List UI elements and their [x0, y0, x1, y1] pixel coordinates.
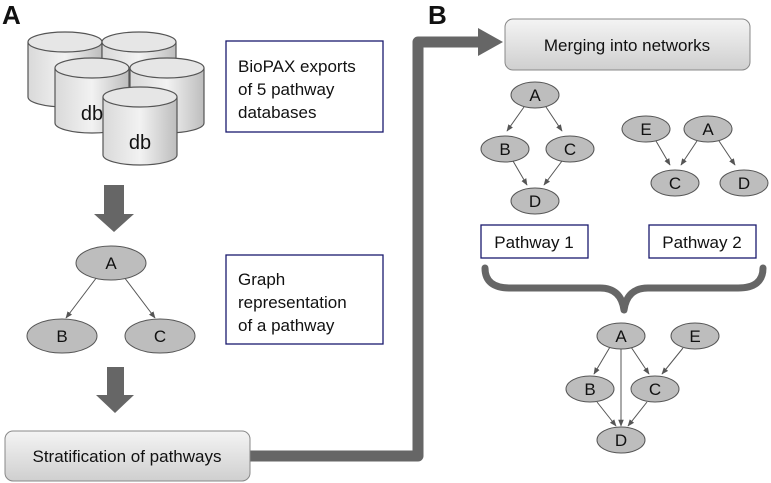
- down-arrow-icon: [96, 367, 134, 413]
- stratification-label: Stratification of pathways: [33, 447, 222, 466]
- pathway1-label: Pathway 1: [494, 233, 573, 252]
- biopax-line-1: BioPAX exports: [238, 57, 356, 76]
- pathway1-graph: A B C D: [480, 81, 595, 215]
- node-a: A: [510, 81, 560, 109]
- merging-box: Merging into networks: [504, 18, 751, 71]
- merged-graph: A E B C D: [565, 322, 720, 454]
- svg-text:C: C: [649, 380, 661, 399]
- svg-text:B: B: [56, 327, 67, 346]
- stratification-box: Stratification of pathways: [4, 430, 251, 482]
- node-c: C: [630, 375, 680, 403]
- graph-rep-line-3: of a pathway: [238, 316, 335, 335]
- node-c: C: [124, 318, 196, 354]
- panel-label-b: B: [428, 0, 447, 30]
- node-d: D: [719, 169, 769, 197]
- pathway1-label-box: Pathway 1: [480, 224, 589, 259]
- example-graph: A B C: [26, 245, 196, 354]
- svg-text:B: B: [499, 140, 510, 159]
- pathway2-label: Pathway 2: [662, 233, 741, 252]
- svg-text:E: E: [640, 120, 651, 139]
- svg-text:E: E: [689, 327, 700, 346]
- node-a: A: [683, 115, 733, 143]
- pathway2-label-box: Pathway 2: [648, 224, 757, 259]
- svg-text:D: D: [615, 431, 627, 450]
- svg-text:A: A: [105, 254, 117, 273]
- database-stack: db db db db db: [27, 31, 205, 166]
- node-c: C: [545, 135, 595, 163]
- biopax-line-3: databases: [238, 103, 316, 122]
- panel-label-a: A: [2, 0, 21, 30]
- down-arrow-icon: [94, 185, 134, 232]
- node-a: A: [596, 322, 646, 350]
- node-e: E: [670, 322, 720, 350]
- node-b: B: [480, 135, 530, 163]
- database-cylinder: db: [102, 86, 178, 166]
- node-d: D: [510, 187, 560, 215]
- node-a: A: [75, 245, 147, 281]
- graph-rep-line-1: Graph: [238, 270, 285, 289]
- biopax-line-2: of 5 pathway: [238, 80, 335, 99]
- node-d: D: [596, 426, 646, 454]
- db-label: db: [129, 132, 151, 154]
- db-label: db: [81, 103, 103, 125]
- svg-text:A: A: [702, 120, 714, 139]
- merging-label: Merging into networks: [544, 36, 710, 55]
- merge-brace-icon: [481, 264, 767, 314]
- right-arrow-icon: [478, 28, 503, 56]
- svg-text:C: C: [564, 140, 576, 159]
- svg-text:B: B: [584, 380, 595, 399]
- svg-text:D: D: [738, 174, 750, 193]
- edge-a-c: [123, 276, 156, 319]
- biopax-box: BioPAX exports of 5 pathway databases: [225, 40, 384, 133]
- connector-line: [250, 36, 480, 462]
- graph-rep-line-2: representation: [238, 293, 347, 312]
- node-b: B: [565, 375, 615, 403]
- svg-text:D: D: [529, 192, 541, 211]
- svg-text:C: C: [154, 327, 166, 346]
- node-b: B: [26, 318, 98, 354]
- graph-representation-box: Graph representation of a pathway: [225, 254, 384, 345]
- svg-text:A: A: [529, 86, 541, 105]
- node-e: E: [621, 115, 671, 143]
- svg-text:C: C: [669, 174, 681, 193]
- svg-text:A: A: [615, 327, 627, 346]
- edge-a-b: [65, 276, 98, 319]
- pathway2-graph: E A C D: [621, 115, 769, 197]
- node-c: C: [650, 169, 700, 197]
